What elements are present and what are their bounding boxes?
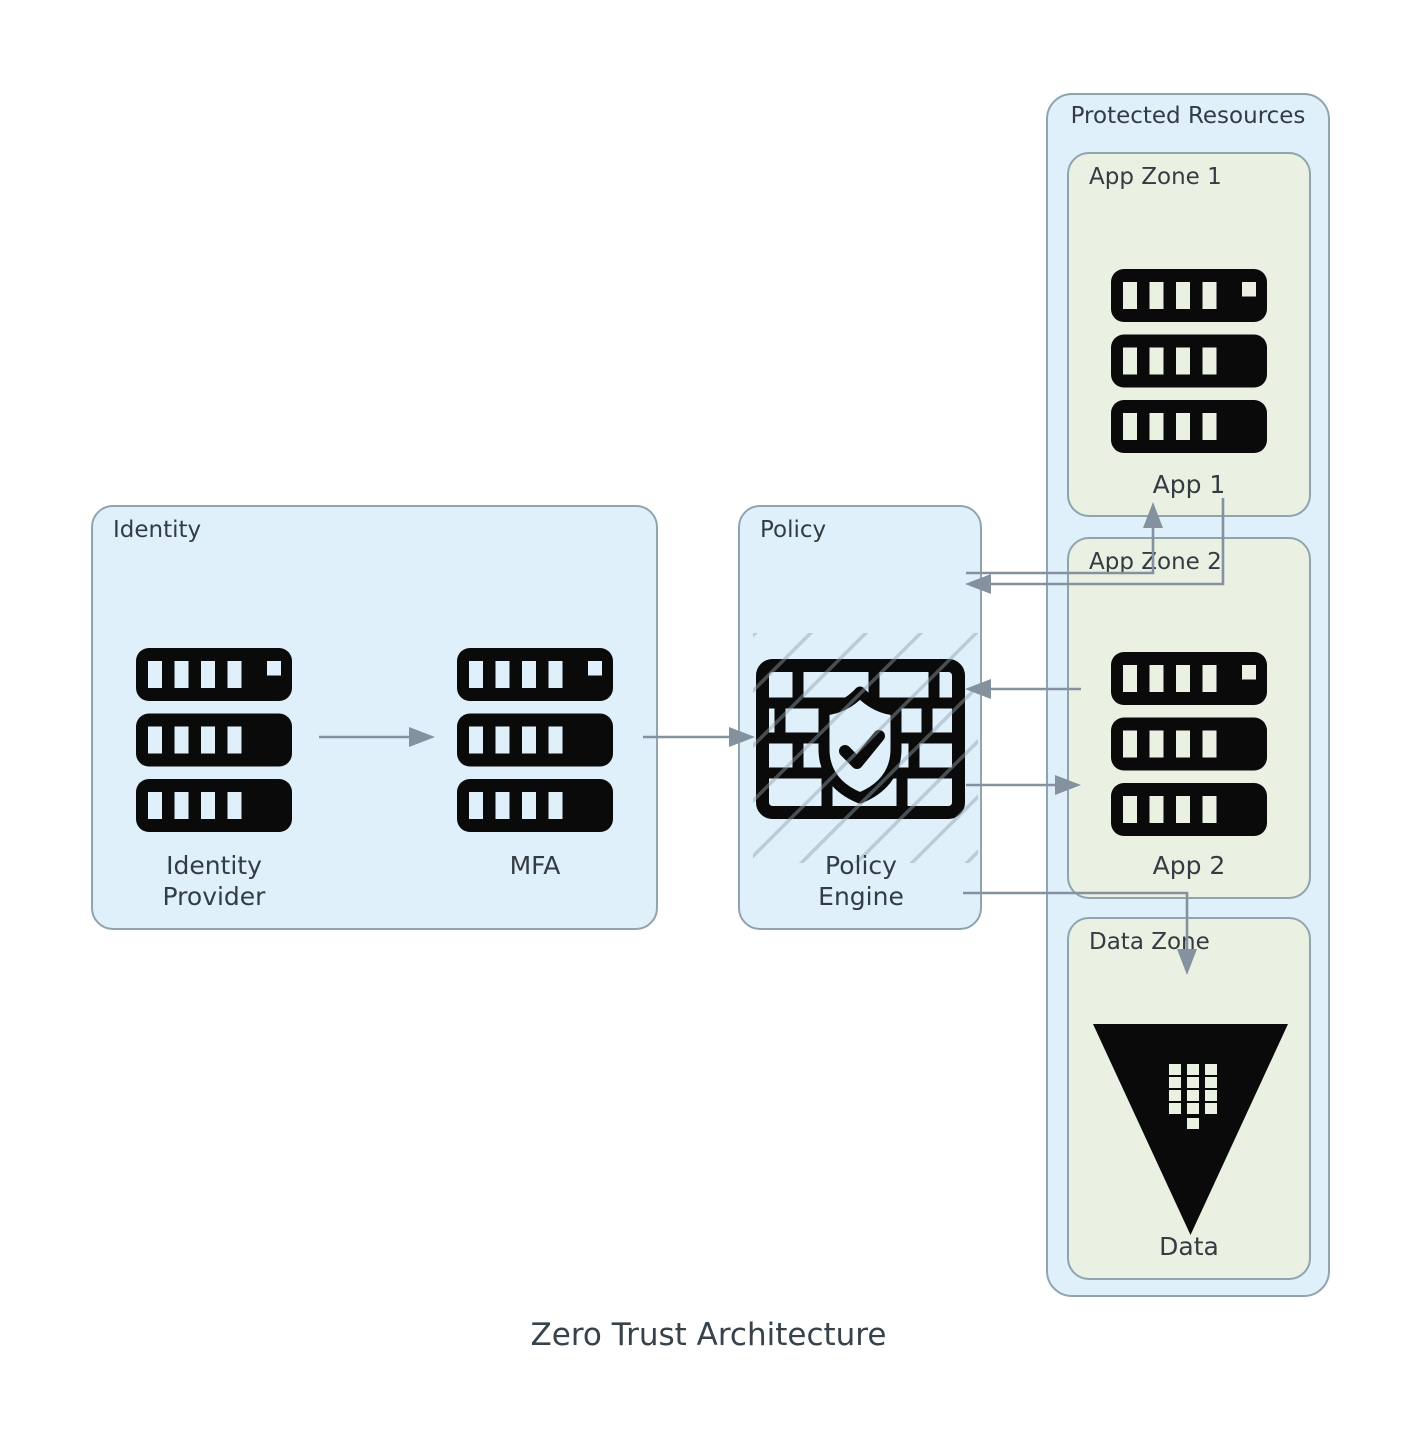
zone-box-data-zone: Data Zone Data <box>1067 917 1311 1280</box>
server-stack-icon <box>136 648 292 832</box>
zone-label-app-zone-1: App Zone 1 <box>1089 164 1222 190</box>
group-box-identity: Identity Identity Provider MFA <box>91 505 658 930</box>
group-box-protected-resources: Protected Resources App Zone 1 App 1 App… <box>1046 93 1330 1297</box>
group-label-identity: Identity <box>113 517 202 543</box>
zone-box-app-zone-2: App Zone 2 App 2 <box>1067 537 1311 899</box>
node-caption-app-1: App 1 <box>1152 470 1226 499</box>
server-stack-icon <box>1111 269 1267 453</box>
zone-label-app-zone-2: App Zone 2 <box>1089 549 1222 575</box>
zone-box-app-zone-1: App Zone 1 App 1 <box>1067 152 1311 517</box>
node-caption-policy-engine: Policy Engine <box>818 851 904 911</box>
firewall-shield-icon <box>756 659 965 819</box>
group-label-protected-resources: Protected Resources <box>1070 103 1306 129</box>
group-box-policy: Policy Policy Engine <box>738 505 982 930</box>
node-caption-mfa: MFA <box>509 851 561 880</box>
zone-label-data-zone: Data Zone <box>1089 929 1210 955</box>
node-caption-data: Data <box>1159 1232 1219 1261</box>
node-caption-app-2: App 2 <box>1152 851 1226 880</box>
server-stack-icon <box>1111 652 1267 836</box>
data-funnel-icon <box>1092 1022 1289 1237</box>
server-stack-icon <box>457 648 613 832</box>
group-label-policy: Policy <box>760 517 827 543</box>
diagram-title: Zero Trust Architecture <box>530 1317 887 1353</box>
node-caption-identity-provider: Identity Provider <box>162 851 266 911</box>
